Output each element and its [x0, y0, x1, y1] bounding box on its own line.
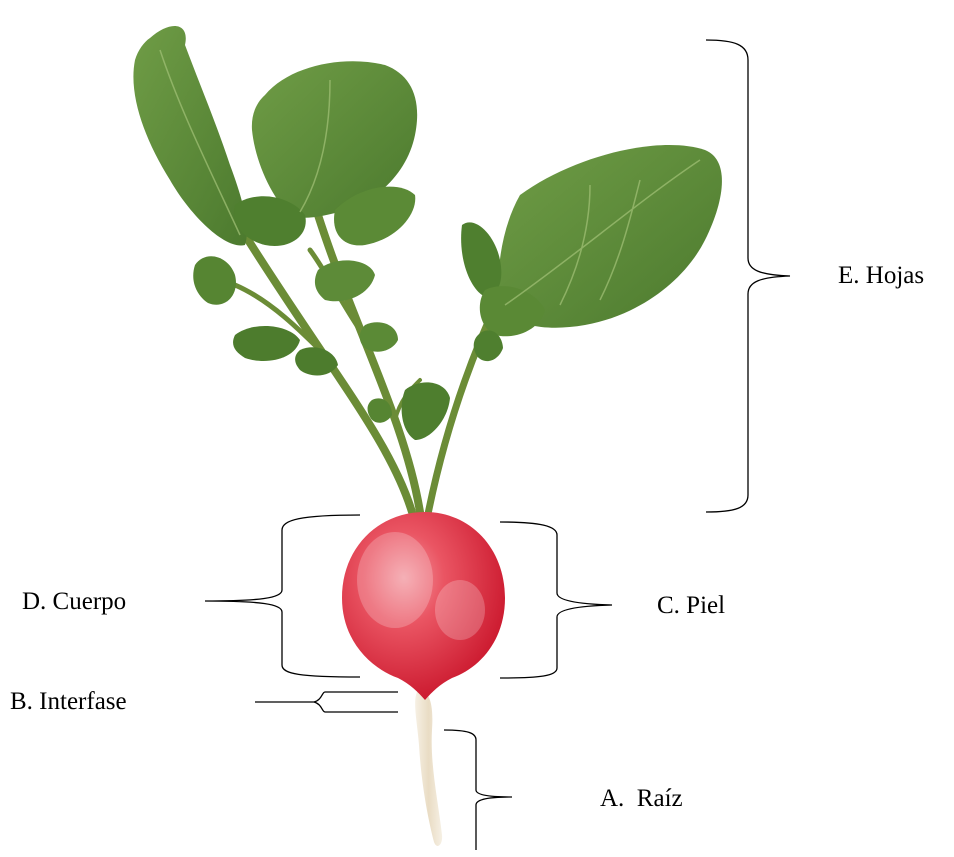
- radish-root: [415, 690, 442, 846]
- label-cuerpo: D. Cuerpo: [22, 588, 126, 615]
- bracket-raiz: [444, 730, 512, 850]
- leaf-small-9: [360, 322, 398, 351]
- bracket-cuerpo: [205, 515, 360, 677]
- leaf-small-10: [295, 347, 338, 375]
- bracket-hojas: [706, 40, 790, 512]
- label-hojas: E. Hojas: [838, 262, 924, 289]
- leaves: [133, 26, 722, 440]
- leaf-small-3: [193, 256, 236, 304]
- label-raiz: A. Raíz: [600, 785, 683, 812]
- bracket-piel: [500, 522, 612, 678]
- leaf-small-6: [461, 222, 501, 296]
- bracket-interfase: [255, 692, 398, 712]
- leaf-stems: [235, 215, 498, 514]
- label-piel: C. Piel: [657, 592, 725, 619]
- leaf-small-5: [315, 260, 375, 301]
- radish-illustration: [133, 26, 722, 846]
- leaf-small-8: [402, 382, 450, 440]
- label-interfase: B. Interfase: [10, 688, 127, 715]
- leaf-small-4: [233, 326, 300, 361]
